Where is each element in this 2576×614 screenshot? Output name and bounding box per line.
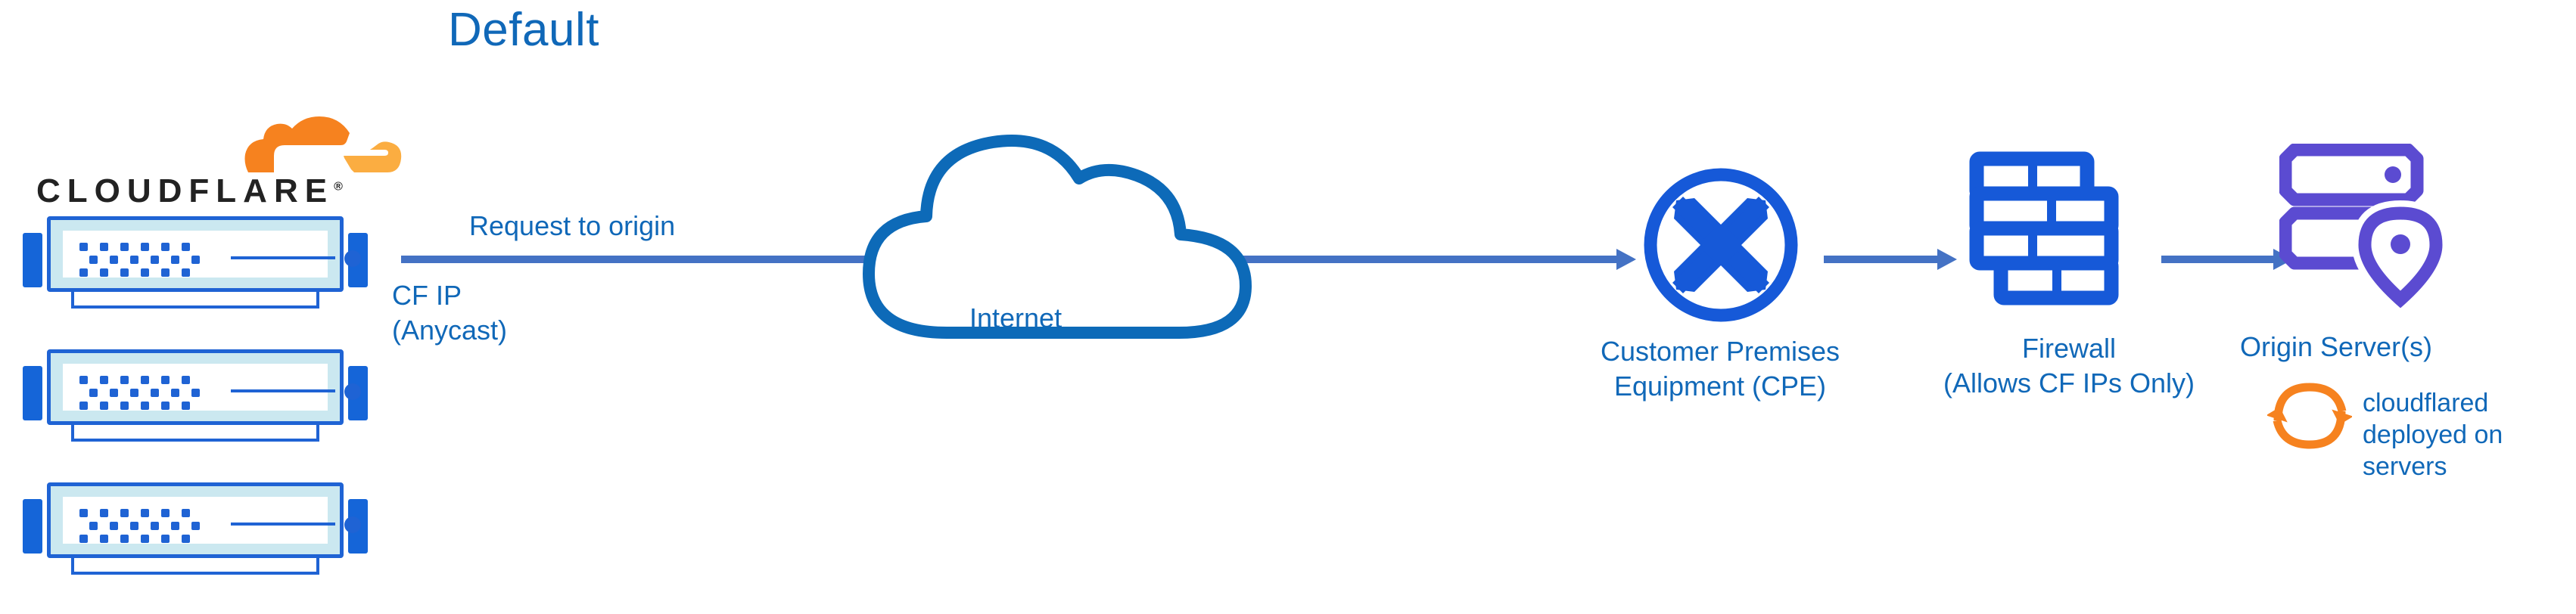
switch-port-dots-icon bbox=[79, 509, 201, 544]
switch-base bbox=[71, 425, 319, 442]
label-cf-ip-anycast: CF IP (Anycast) bbox=[392, 280, 508, 346]
server-rack-location-pin-icon bbox=[2279, 143, 2461, 318]
switch-body bbox=[47, 482, 361, 558]
sync-arrows-icon bbox=[2266, 377, 2354, 455]
switch-led-icon bbox=[344, 250, 361, 267]
registered-trademark-icon: ® bbox=[334, 180, 343, 194]
switch-led-icon bbox=[344, 383, 361, 400]
cloudflare-logo: CLOUDFLARE® bbox=[36, 106, 402, 212]
arrow-shaft bbox=[1824, 256, 1939, 263]
switch-port-dots-icon bbox=[79, 376, 201, 411]
switch-base bbox=[71, 558, 319, 575]
label-cloudflared-deployed: cloudflared deployed on servers bbox=[2363, 389, 2503, 481]
wordmark-text: CLOUDFLARE bbox=[36, 172, 334, 209]
network-switch-unit-3 bbox=[23, 482, 368, 581]
switch-faceplate bbox=[63, 497, 361, 544]
switch-led-icon bbox=[344, 516, 361, 533]
switch-status-line-icon bbox=[231, 256, 335, 259]
flow-arrow-firewall-to-origin bbox=[2161, 249, 2294, 270]
switch-status-line-icon bbox=[231, 389, 335, 392]
network-switch-unit-2 bbox=[23, 349, 368, 448]
internet-cloud-icon bbox=[837, 106, 1291, 348]
flow-arrow-cpe-to-firewall bbox=[1824, 249, 1957, 270]
switch-port-dots-icon bbox=[79, 243, 201, 278]
label-origin-servers: Origin Server(s) bbox=[2240, 331, 2433, 362]
arrow-shaft bbox=[2161, 256, 2275, 263]
switch-tab-left-icon bbox=[23, 366, 42, 420]
switch-faceplate bbox=[63, 364, 361, 411]
page-title: Default bbox=[448, 4, 599, 56]
cloudflare-wordmark: CLOUDFLARE® bbox=[36, 172, 354, 210]
router-icon bbox=[1641, 165, 1801, 325]
label-request-to-origin: Request to origin bbox=[469, 210, 676, 241]
switch-body bbox=[47, 216, 361, 292]
switch-tab-left-icon bbox=[23, 499, 42, 554]
switch-tab-left-icon bbox=[23, 233, 42, 287]
cloudflare-cloud-mark-icon bbox=[244, 116, 402, 172]
arrow-head-icon bbox=[1937, 249, 1957, 270]
arrow-head-icon bbox=[1616, 249, 1636, 270]
switch-faceplate bbox=[63, 231, 361, 278]
switch-status-line-icon bbox=[231, 523, 335, 526]
label-internet: Internet bbox=[969, 302, 1062, 333]
label-firewall: Firewall (Allows CF IPs Only) bbox=[1943, 333, 2195, 398]
brick-wall-icon bbox=[1969, 151, 2126, 310]
network-switch-unit-1 bbox=[23, 216, 368, 315]
label-customer-premises-equipment: Customer Premises Equipment (CPE) bbox=[1600, 336, 1840, 402]
switch-base bbox=[71, 292, 319, 309]
switch-body bbox=[47, 349, 361, 425]
